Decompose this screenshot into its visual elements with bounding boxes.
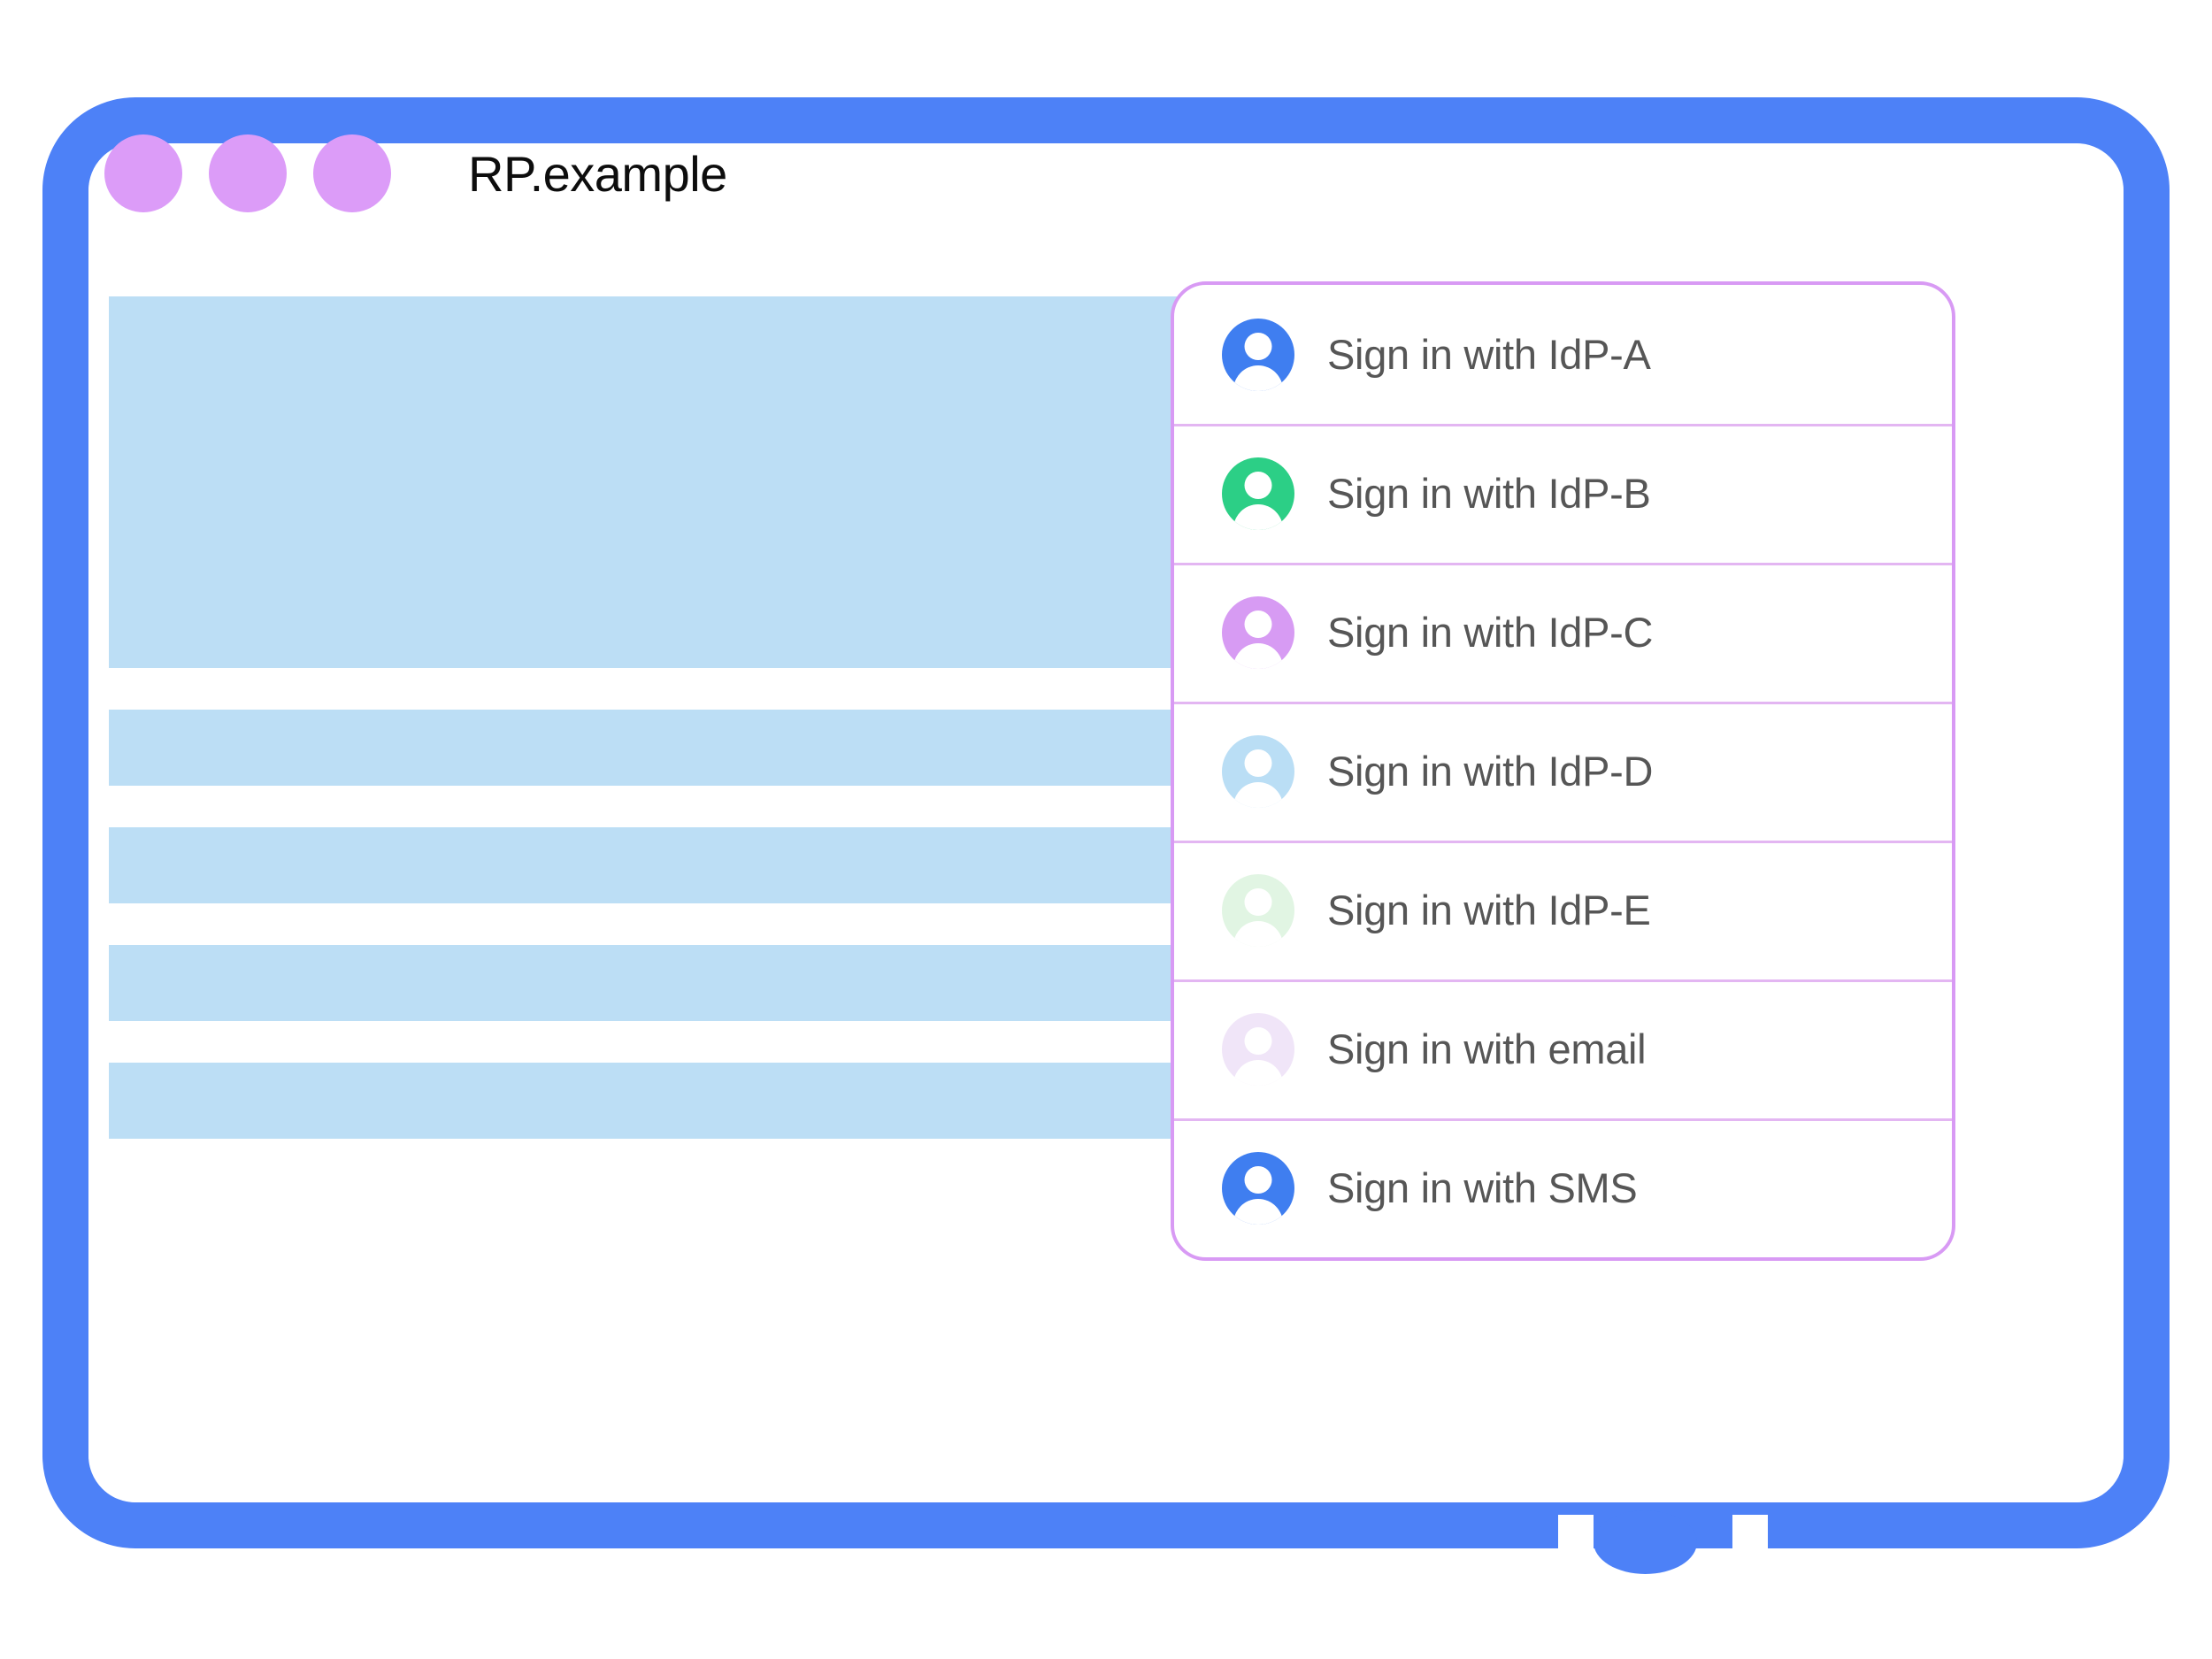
idp-option-row[interactable]: Sign in with IdP-E (1174, 841, 1952, 979)
window-dot-2[interactable] (209, 134, 287, 212)
account-avatar-icon (1222, 457, 1294, 530)
idp-option-label: Sign in with email (1327, 1025, 1647, 1072)
idp-option-label: Sign in with IdP-B (1327, 470, 1651, 517)
text-bar-2 (109, 827, 1215, 903)
idp-option-row[interactable]: Sign in with IdP-A (1174, 285, 1952, 424)
idp-option-label: Sign in with IdP-D (1327, 748, 1654, 795)
account-avatar-icon (1222, 595, 1294, 669)
idp-option-row[interactable]: Sign in with IdP-C (1174, 563, 1952, 702)
text-bar-3 (109, 945, 1215, 1021)
avatar-head (1244, 749, 1272, 777)
window-dot-1[interactable] (104, 134, 182, 212)
avatar-head (1244, 1026, 1272, 1055)
idp-option-label: Sign in with IdP-A (1327, 331, 1651, 378)
text-bar-1 (109, 710, 1215, 786)
avatar-body (1233, 503, 1283, 530)
account-avatar-icon (1222, 1012, 1294, 1086)
content-column (109, 296, 1215, 1139)
account-avatar-icon (1222, 1151, 1294, 1225)
avatar-head (1244, 610, 1272, 638)
idp-chooser-panel: Sign in with IdP-A Sign in with IdP-B Sign… (1171, 281, 1955, 1261)
hero-block (109, 296, 1215, 668)
avatar-head (1244, 471, 1272, 499)
titlebar: RP.example (104, 131, 727, 216)
account-avatar-icon (1222, 734, 1294, 808)
idp-option-row[interactable]: Sign in with IdP-D (1174, 702, 1952, 841)
frame-gap-left (1558, 1515, 1594, 1570)
avatar-head (1244, 887, 1272, 916)
page-title: RP.example (468, 145, 727, 202)
avatar-body (1233, 642, 1283, 669)
avatar-body (1233, 365, 1283, 391)
window-dot-3[interactable] (313, 134, 391, 212)
account-avatar-icon (1222, 873, 1294, 947)
avatar-body (1233, 920, 1283, 947)
avatar-body (1233, 1198, 1283, 1225)
idp-option-label: Sign in with SMS (1327, 1164, 1638, 1211)
idp-option-label: Sign in with IdP-E (1327, 887, 1651, 933)
idp-option-row[interactable]: Sign in with SMS (1174, 1118, 1952, 1257)
avatar-body (1233, 781, 1283, 808)
avatar-head (1244, 1165, 1272, 1194)
avatar-body (1233, 1059, 1283, 1086)
home-button[interactable] (1594, 1510, 1697, 1574)
idp-option-row[interactable]: Sign in with email (1174, 979, 1952, 1118)
text-bar-4 (109, 1063, 1215, 1139)
idp-option-row[interactable]: Sign in with IdP-B (1174, 424, 1952, 563)
idp-option-label: Sign in with IdP-C (1327, 609, 1654, 656)
avatar-head (1244, 332, 1272, 360)
account-avatar-icon (1222, 318, 1294, 391)
frame-gap-right (1732, 1515, 1768, 1570)
